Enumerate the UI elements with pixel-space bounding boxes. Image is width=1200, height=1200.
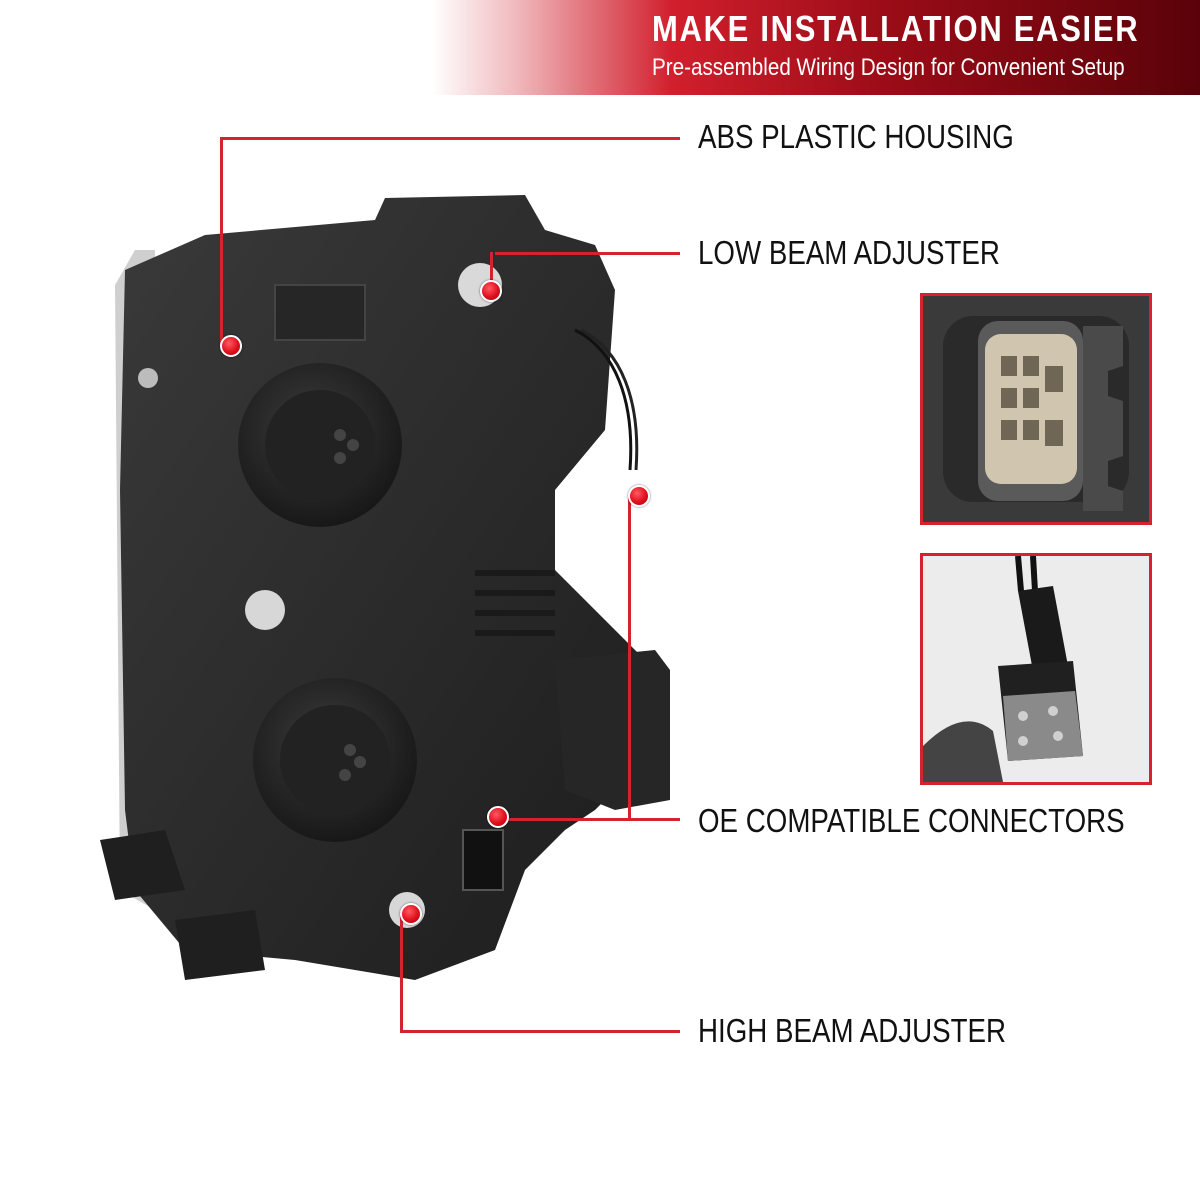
connector-closeup-image xyxy=(923,296,1149,522)
high-beam-callout-horizontal xyxy=(400,1030,680,1033)
wire-closeup-inset xyxy=(920,553,1152,785)
connector-callout-vertical xyxy=(628,496,631,821)
header-banner: MAKE INSTALLATION EASIER Pre-assembled W… xyxy=(0,0,1200,95)
label-high-beam-adjuster: HIGH BEAM ADJUSTER xyxy=(698,1012,1007,1049)
connector-closeup-inset xyxy=(920,293,1152,525)
label-abs-plastic-housing: ABS PLASTIC HOUSING xyxy=(698,118,1014,155)
banner-subtitle: Pre-assembled Wiring Design for Convenie… xyxy=(652,54,1125,81)
low-beam-callout-riser xyxy=(490,252,493,284)
housing-callout-horizontal xyxy=(220,137,680,140)
label-low-beam-adjuster: LOW BEAM ADJUSTER xyxy=(698,234,1000,271)
label-oe-compatible-connectors: OE COMPATIBLE CONNECTORS xyxy=(698,802,1125,839)
wire-closeup-image xyxy=(923,556,1149,782)
wire-marker xyxy=(628,485,650,507)
high-beam-marker xyxy=(400,903,422,925)
housing-callout-vertical xyxy=(220,137,223,345)
low-beam-callout-line xyxy=(495,252,680,255)
connector-callout-horizontal xyxy=(500,818,680,821)
housing-marker xyxy=(220,335,242,357)
high-beam-callout-vertical xyxy=(400,912,403,1032)
banner-title: MAKE INSTALLATION EASIER xyxy=(652,8,1140,49)
connector-marker xyxy=(487,806,509,828)
low-beam-marker xyxy=(480,280,502,302)
headlamp-housing-image xyxy=(100,195,670,980)
